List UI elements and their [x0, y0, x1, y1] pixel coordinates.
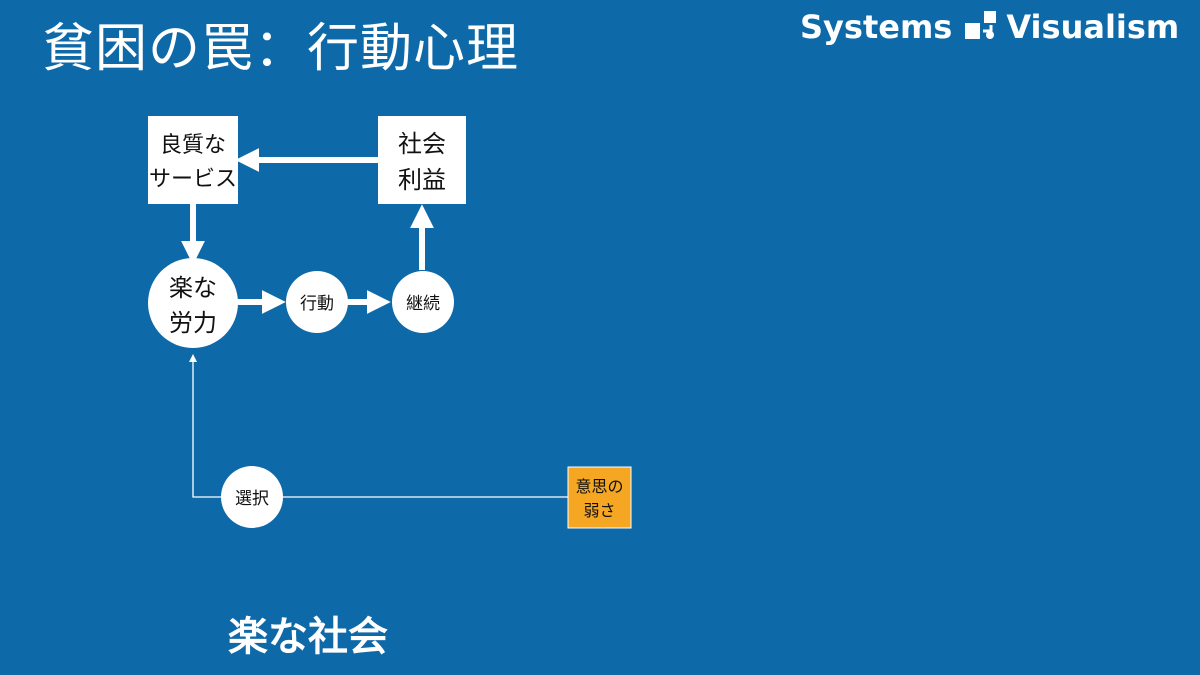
brand: Systems Visualism [800, 8, 1179, 46]
node-continuation: 継続 [392, 271, 454, 333]
systems-visualism-logo-icon [965, 11, 997, 39]
node-social-benefit-line2: 利益 [398, 166, 446, 194]
node-easy-effort-line2: 労力 [169, 309, 217, 337]
node-social-benefit: 社会 利益 [378, 116, 466, 204]
node-social-benefit-line1: 社会 [398, 130, 446, 158]
node-weak-will-line2: 弱さ [583, 501, 615, 520]
node-choice-label: 選択 [235, 489, 269, 509]
node-choice: 選択 [221, 466, 283, 528]
arrow-choice-to-easy-effort [189, 354, 221, 498]
node-weak-will: 意思の 弱さ [567, 466, 632, 529]
node-easy-effort: 楽な 労力 [148, 258, 238, 348]
brand-right-text: Visualism [1006, 8, 1180, 46]
brand-left-text: Systems [800, 8, 953, 46]
node-weak-will-line1: 意思の [575, 477, 623, 496]
node-action: 行動 [286, 271, 348, 333]
caption: 楽な社会 [228, 614, 388, 660]
node-good-service-line1: 良質な [160, 133, 226, 158]
node-action-label: 行動 [300, 294, 334, 314]
node-good-service: 良質な サービス [148, 116, 238, 204]
page-title: 貧困の罠：行動心理 [42, 19, 520, 79]
node-easy-effort-line1: 楽な [169, 274, 217, 302]
node-good-service-line2: サービス [149, 167, 237, 192]
node-continuation-label: 継続 [406, 294, 440, 314]
